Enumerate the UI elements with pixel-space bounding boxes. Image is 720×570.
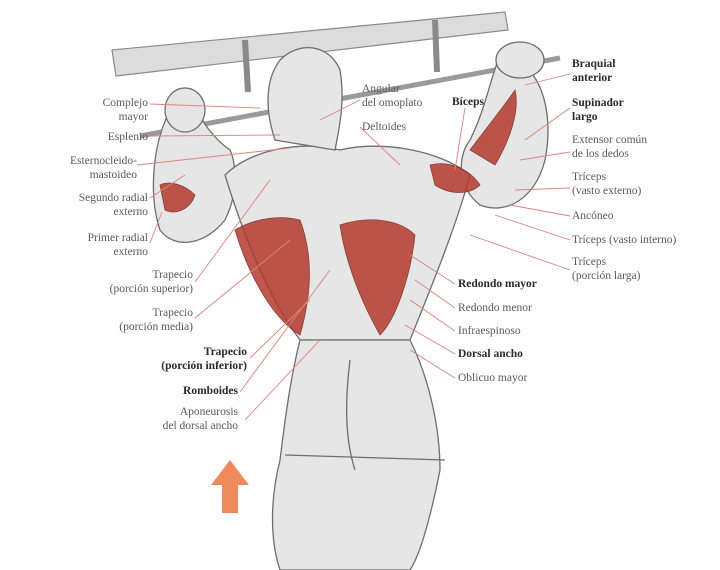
- label-triceps-vasto-externo: Tríceps(vasto externo): [572, 170, 641, 198]
- label-oblicuo-mayor: Oblicuo mayor: [458, 371, 527, 385]
- label-romboides: Romboides: [183, 384, 238, 398]
- label-triceps-vasto-interno: Tríceps (vasto interno): [572, 233, 676, 247]
- label-redondo-mayor: Redondo mayor: [458, 277, 537, 291]
- label-esternocleidomastoideo: Esternocleido-mastoideo: [70, 154, 137, 182]
- label-infraespinoso: Infraespinoso: [458, 324, 521, 338]
- upward-arrow-icon: [211, 460, 249, 513]
- label-triceps-porcion-larga: Tríceps(porción larga): [572, 255, 640, 283]
- label-esplenio: Esplenio: [108, 130, 148, 144]
- label-trapecio-porcion-superior: Trapecio(porción superior): [110, 268, 193, 296]
- label-trapecio-porcion-inferior: Trapecio(porción inferior): [161, 345, 247, 373]
- label-dorsal-ancho: Dorsal ancho: [458, 347, 523, 361]
- label-biceps: Bíceps: [452, 95, 484, 109]
- label-trapecio-porcion-media: Trapecio(porción media): [119, 306, 193, 334]
- label-redondo-menor: Redondo menor: [458, 301, 532, 315]
- label-anconeo: Ancóneo: [572, 209, 614, 223]
- label-deltoides: Deltoides: [362, 120, 406, 134]
